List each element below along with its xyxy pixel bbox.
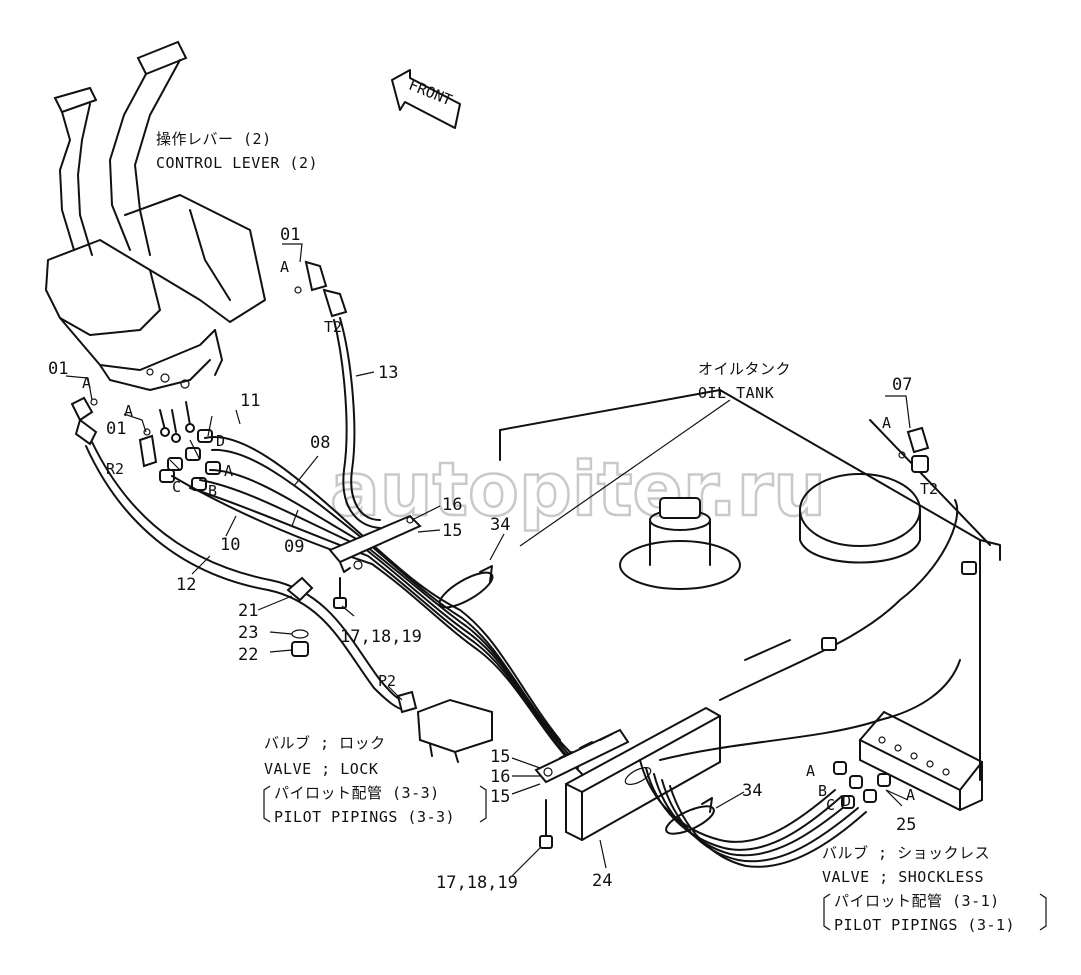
pilot-pipings-33-en: PILOT PIPINGS (3-3) [274, 808, 455, 826]
pilot-pipings-31-en: PILOT PIPINGS (3-1) [834, 916, 1015, 934]
port-c-valve: C [826, 796, 835, 814]
port-a-lever: A [224, 462, 233, 480]
callout-13: 13 [378, 363, 398, 383]
control-lever-jp: 操作レバー (2) [156, 130, 272, 148]
grommet-24 [565, 706, 721, 842]
front-arrow: FRONT [391, 69, 461, 129]
callout-12: 12 [176, 575, 196, 595]
port-a-valve: A [806, 762, 815, 780]
callout-34-upper: 34 [490, 515, 510, 535]
callout-16-lower: 16 [490, 767, 510, 787]
port-t2-tank: T2 [920, 480, 938, 498]
lock-valve [396, 690, 493, 763]
callout-01-mid: 01 [106, 419, 126, 439]
port-b-valve: B [818, 782, 827, 800]
callout-17-18-19-upper: 17,18,19 [340, 627, 422, 647]
control-lever-assembly [45, 40, 266, 391]
callout-11: 11 [240, 391, 260, 411]
port-a-top: A [280, 258, 289, 276]
valve-shockless-jp: バルブ ; ショックレス [822, 844, 990, 862]
port-t2-top: T2 [324, 318, 342, 336]
callout-24: 24 [592, 871, 612, 891]
callout-16-upper: 16 [442, 495, 462, 515]
port-a-tank: A [882, 414, 891, 432]
oil-tank-en: OIL TANK [698, 384, 774, 402]
control-lever-en: CONTROL LEVER (2) [156, 154, 318, 172]
bolt-lower [539, 799, 553, 849]
callout-34-lower: 34 [742, 781, 762, 801]
band-34-upper [438, 565, 494, 609]
clamp-21 [286, 576, 314, 657]
callout-15-lower-b: 15 [490, 787, 510, 807]
band-34-lower [665, 797, 715, 835]
port-a-mid: A [124, 402, 133, 420]
callout-10: 10 [220, 535, 240, 555]
valve-lock-en: VALVE ; LOCK [264, 760, 378, 778]
elbow-fitting-tank [898, 426, 930, 473]
pilot-pipings-33-jp: パイロット配管 (3-3) [274, 784, 440, 802]
callout-23: 23 [238, 623, 258, 643]
callout-09: 09 [284, 537, 304, 557]
callout-08: 08 [310, 433, 330, 453]
elbow-fitting-left [70, 396, 158, 468]
callout-15-upper: 15 [442, 521, 462, 541]
bolt-upper [333, 577, 347, 609]
pilot-hose-bundle [171, 317, 583, 775]
pilot-pipings-31-jp: パイロット配管 (3-1) [834, 892, 1000, 910]
port-r2: R2 [106, 460, 124, 478]
port-d-valve: D [842, 792, 851, 810]
callout-15-lower-a: 15 [490, 747, 510, 767]
callout-01-left: 01 [48, 359, 68, 379]
hoses-to-shockless-valve [639, 759, 867, 868]
elbow-fitting-top [294, 260, 348, 318]
callout-07: 07 [892, 375, 912, 395]
port-a-left: A [82, 374, 91, 392]
port-c-lever: C [172, 478, 181, 496]
clamp-upper [328, 514, 422, 573]
clamp-lower [534, 728, 630, 784]
callout-01-top: 01 [280, 225, 300, 245]
oil-tank-jp: オイルタンク [698, 360, 791, 378]
callout-17-18-19-lower: 17,18,19 [436, 873, 518, 893]
leader-lines [65, 243, 1047, 931]
port-d-lever: D [216, 432, 225, 450]
callout-22: 22 [238, 645, 258, 665]
callout-25: 25 [896, 815, 916, 835]
port-p2: P2 [378, 672, 396, 690]
lever-port-fittings [159, 401, 221, 491]
oil-tank [499, 389, 1001, 781]
valve-shockless-en: VALVE ; SHOCKLESS [822, 868, 984, 886]
valve-lock-jp: バルブ ; ロック [264, 734, 386, 752]
callout-21: 21 [238, 601, 258, 621]
port-a-valve-2: A [906, 786, 915, 804]
shockless-valve-block [833, 710, 983, 812]
front-label: FRONT [406, 76, 455, 110]
port-b-lever: B [208, 482, 217, 500]
